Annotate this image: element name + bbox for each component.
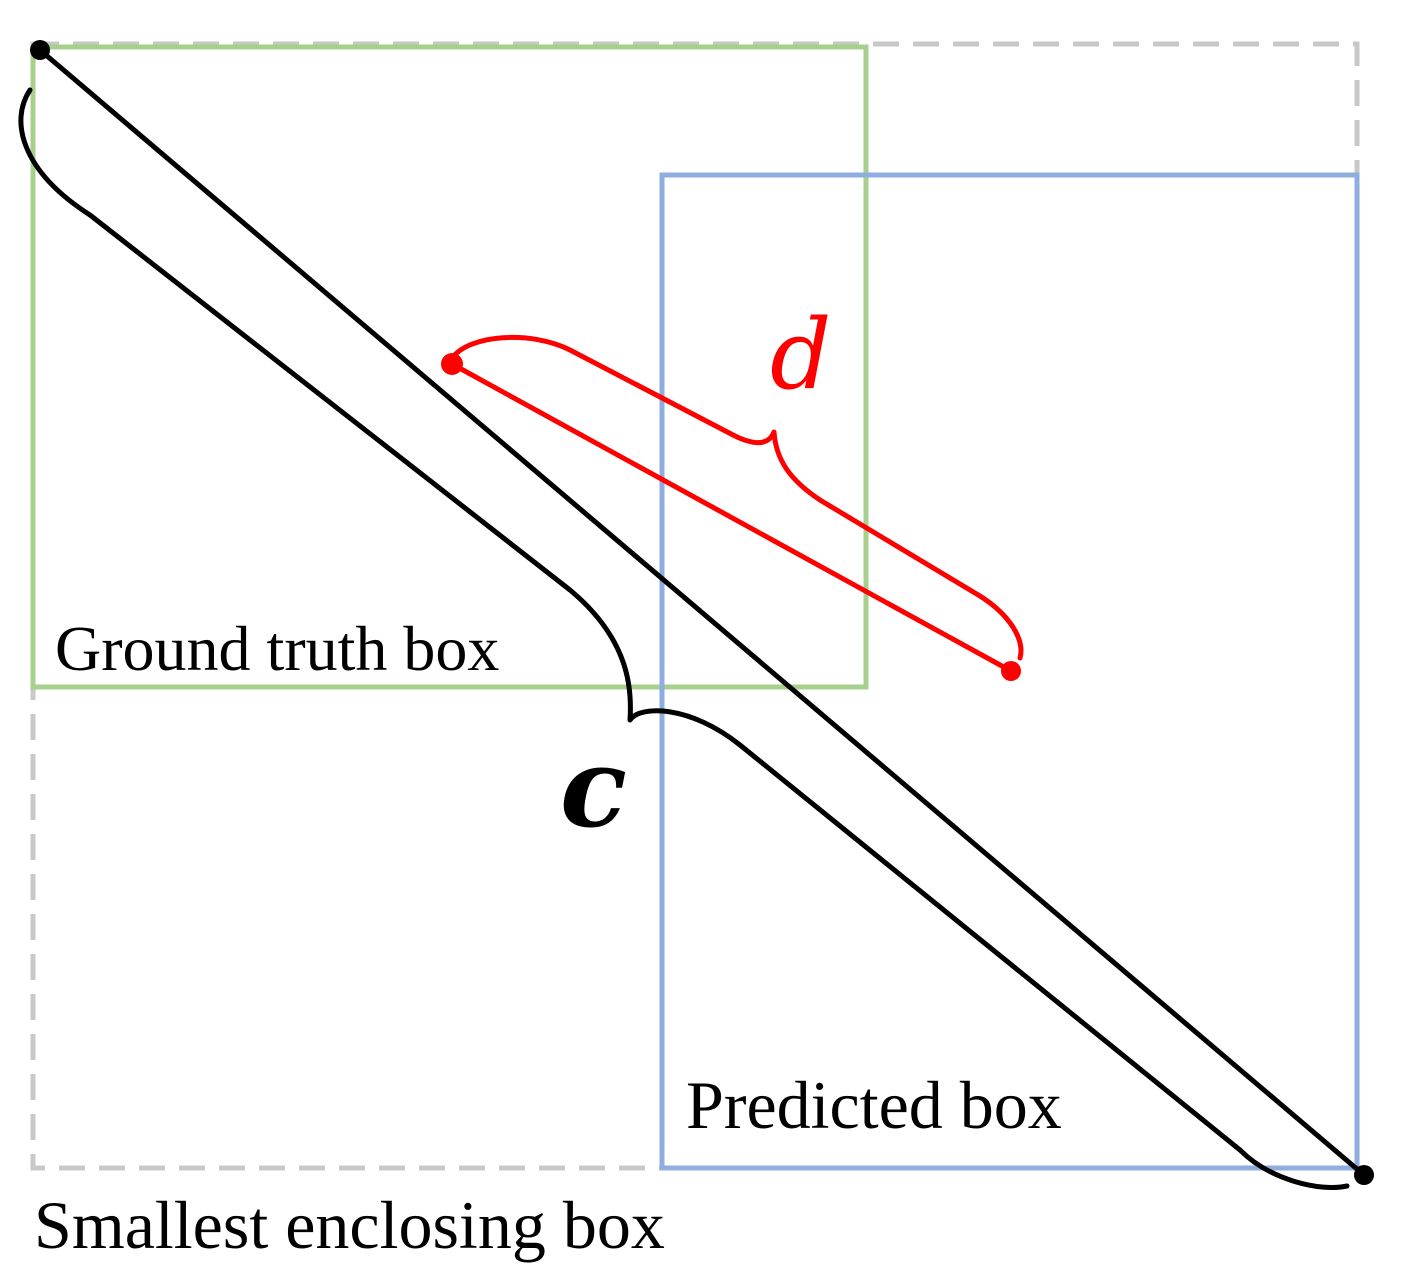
enclosing-bottom-right-point — [1354, 1165, 1374, 1185]
center-distance-label-d: d — [770, 299, 831, 411]
predicted-center-point — [1001, 661, 1021, 681]
diagonal-label-c: c — [560, 723, 627, 852]
predicted-label: Predicted box — [686, 1067, 1062, 1143]
enclosing-label: Smallest enclosing box — [34, 1187, 665, 1263]
ground-truth-label: Ground truth box — [55, 613, 499, 684]
predicted-box — [659, 172, 1360, 1171]
enclosing-top-left-point — [30, 40, 50, 60]
diagonal-line-c — [38, 48, 1366, 1177]
center-distance-brace-d — [450, 334, 1024, 661]
ground-truth-center-point — [441, 353, 463, 375]
ground-truth-box — [30, 44, 869, 690]
center-distance-line-d — [450, 361, 1013, 674]
diagonal-brace-c — [18, 87, 1350, 1190]
